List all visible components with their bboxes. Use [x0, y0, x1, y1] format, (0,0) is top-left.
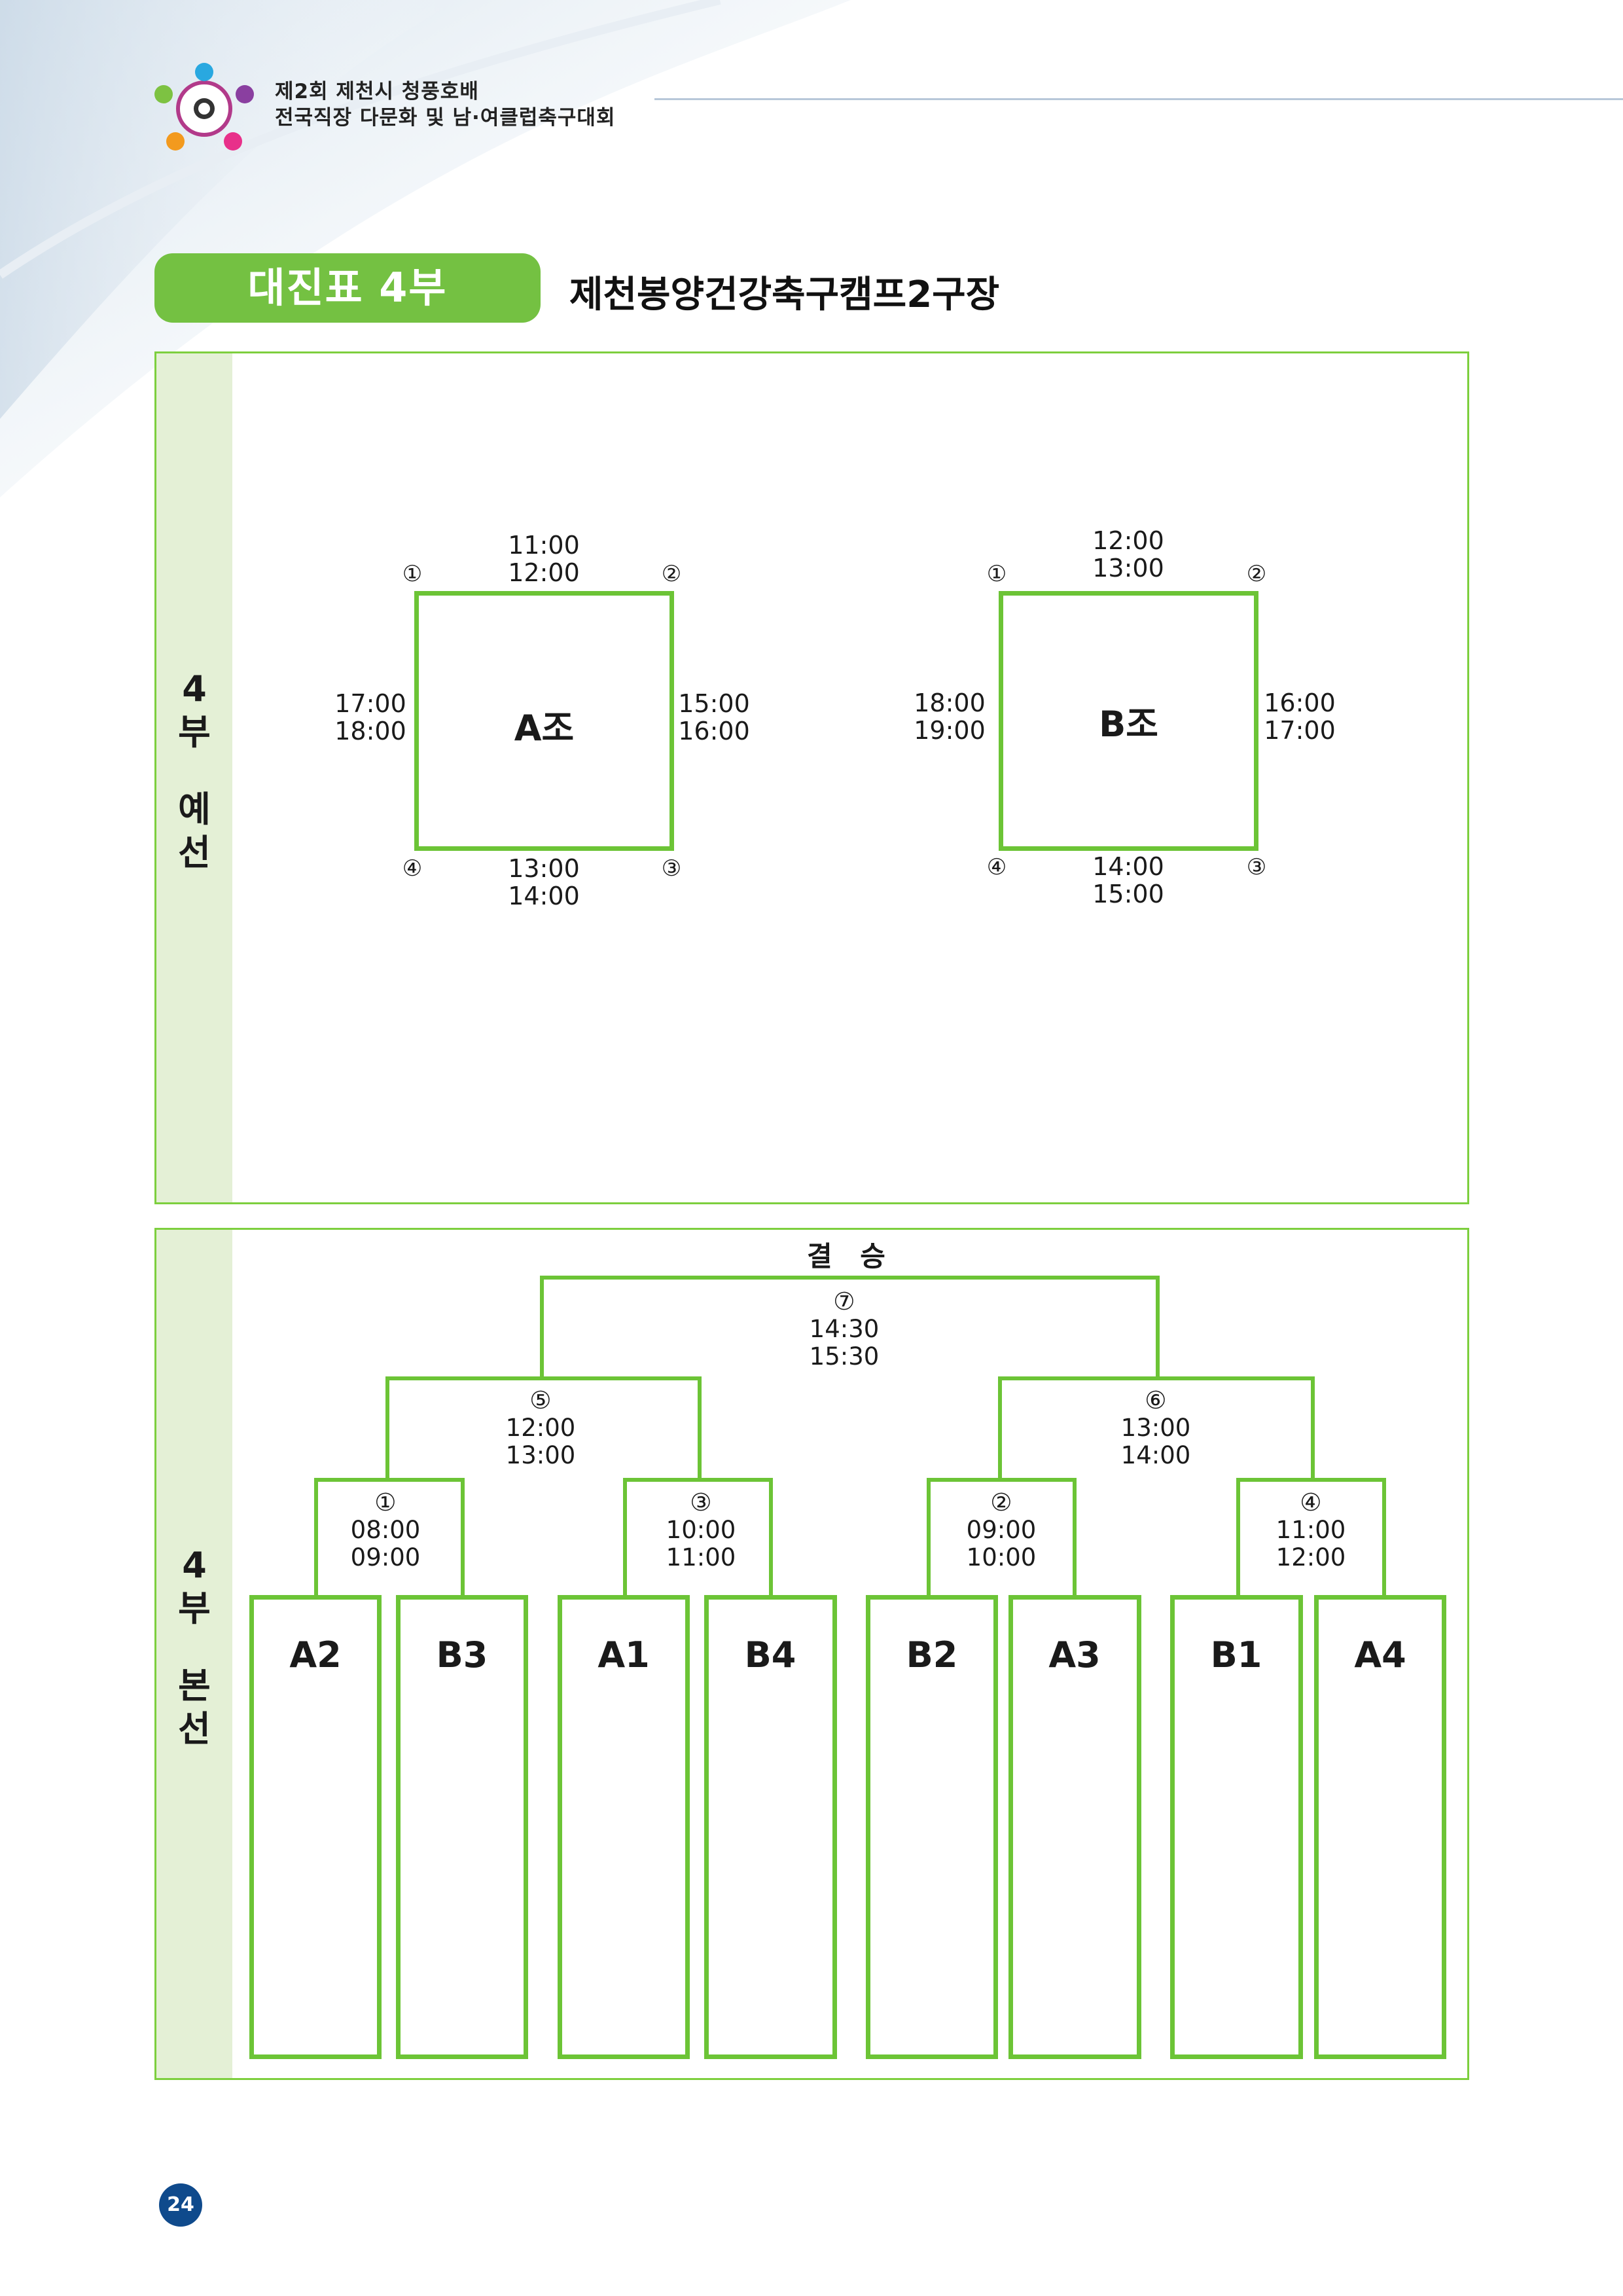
- group-a-corner-2: ②: [661, 561, 682, 587]
- main-side-label: 4 부 본 선: [178, 1545, 211, 1749]
- group-b-label: B조: [1099, 704, 1158, 745]
- team-label-5: B2: [906, 1634, 958, 1676]
- team-label-6: A3: [1048, 1634, 1101, 1676]
- semi-5-right: [698, 1376, 702, 1480]
- team-slot-5: [866, 1595, 998, 2059]
- semi-5-top: [385, 1376, 702, 1380]
- semi-6-top: [998, 1376, 1315, 1380]
- group-b-corner-3: ③: [1246, 854, 1267, 880]
- venue-title: 제천봉양건강축구캠프2구장: [569, 274, 1000, 316]
- team-slot-3: [558, 1595, 690, 2059]
- team-label-7: B1: [1210, 1634, 1262, 1676]
- qf-1-left: [314, 1478, 318, 1598]
- qf-1-top: [314, 1478, 465, 1482]
- group-a-corner-4: ④: [402, 855, 423, 882]
- team-label-2: B3: [436, 1634, 488, 1676]
- team-slot-1: [249, 1595, 382, 2059]
- semi-6-right: [1311, 1376, 1315, 1480]
- qf-4-top: [1236, 1478, 1386, 1482]
- group-a-corner-3: ③: [661, 855, 682, 882]
- qf-2-top: [927, 1478, 1077, 1482]
- page-number: 24: [159, 2183, 202, 2227]
- team-label-1: A2: [289, 1634, 342, 1676]
- group-a-box: [414, 591, 674, 851]
- team-label-4: B4: [744, 1634, 796, 1676]
- final-bracket-right: [1156, 1276, 1160, 1376]
- header-divider: [654, 98, 1623, 100]
- group-a-corner-1: ①: [402, 561, 423, 587]
- bracket-title-badge: 대진표 4부: [154, 253, 541, 323]
- final-bracket-top: [540, 1276, 1160, 1280]
- organizer-line-2: 전국직장 다문화 및 남·여클럽축구대회: [275, 106, 616, 130]
- team-label-8: A4: [1354, 1634, 1406, 1676]
- group-b-box: [999, 591, 1258, 851]
- team-slot-2: [396, 1595, 528, 2059]
- final-bracket-left: [540, 1276, 544, 1376]
- team-slot-6: [1008, 1595, 1141, 2059]
- qf-2-left: [927, 1478, 931, 1598]
- team-slot-7: [1170, 1595, 1303, 2059]
- final-title: 결 승: [807, 1240, 895, 1272]
- preliminary-panel: 4 부 예 선: [154, 351, 1469, 1204]
- preliminary-side-label: 4 부 예 선: [178, 668, 211, 873]
- semi-5-left: [385, 1376, 389, 1480]
- event-logo: [154, 63, 254, 151]
- qf-4-left: [1236, 1478, 1240, 1598]
- qf-1-right: [461, 1478, 465, 1598]
- main-bracket-panel: 4 부 본 선: [154, 1228, 1469, 2080]
- qf-2-right: [1073, 1478, 1077, 1598]
- group-b-corner-1: ①: [986, 561, 1007, 587]
- preliminary-side-strip: [156, 353, 232, 1202]
- group-a-label: A조: [514, 708, 575, 749]
- qf-3-right: [769, 1478, 773, 1598]
- team-slot-4: [704, 1595, 837, 2059]
- organizer-line-1: 제2회 제천시 청풍호배: [275, 80, 479, 103]
- group-b-corner-4: ④: [986, 854, 1007, 880]
- qf-3-left: [623, 1478, 627, 1598]
- qf-4-right: [1382, 1478, 1386, 1598]
- team-label-3: A1: [597, 1634, 650, 1676]
- group-b-corner-2: ②: [1246, 561, 1267, 587]
- semi-6-left: [998, 1376, 1002, 1480]
- main-side-strip: [156, 1230, 232, 2078]
- qf-3-top: [623, 1478, 773, 1482]
- team-slot-8: [1314, 1595, 1446, 2059]
